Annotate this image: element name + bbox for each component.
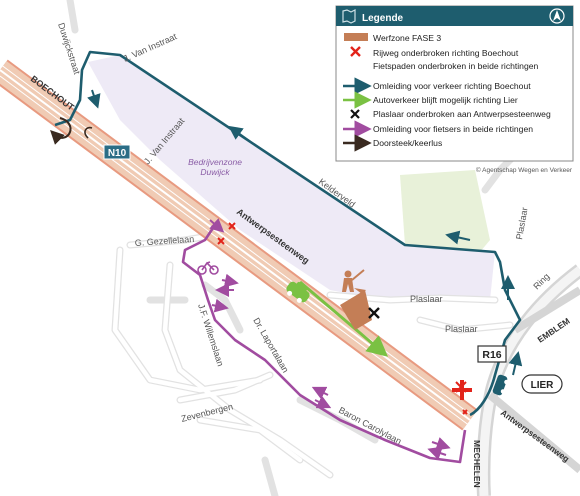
legend-item-5: Plaslaar onderbroken aan Antwerpsesteenw… [373, 109, 551, 119]
lier-sign: LIER [521, 374, 563, 394]
purple-arrow-4 [314, 395, 332, 409]
bicycle-icon [197, 261, 219, 275]
n10-shield: N10 [103, 144, 131, 160]
plaslaar-closed-icon [368, 307, 380, 319]
legend-item-2: Fietspaden onderbroken in beide richting… [373, 61, 539, 71]
label-mechelen: MECHELEN [472, 440, 482, 488]
park-area [400, 170, 490, 252]
road-works-icon [342, 269, 366, 294]
label-g-gezellelaan: G. Gezellelaan [134, 234, 194, 248]
label-lier: LIER [531, 380, 555, 391]
r16-shield: R16 [477, 345, 507, 363]
teal-arrow-2 [445, 230, 471, 245]
label-duwijck: Duwijck [200, 167, 230, 177]
label-n10: N10 [108, 148, 127, 159]
n10-road [0, 59, 478, 431]
local-streets-inner [112, 232, 513, 478]
turn-loop [50, 117, 72, 145]
purple-arrow-1 [221, 273, 239, 288]
purple-arrow-6 [431, 437, 451, 451]
credit: © Agentschap Wegen en Verkeer [476, 166, 573, 174]
big-red-cross [452, 380, 472, 400]
legend-item-6: Omleiding voor fietsers in beide richtin… [373, 124, 533, 134]
turn-loop-2 [84, 126, 93, 139]
map-icon [342, 9, 356, 24]
legend: Legende Werfzone FASE 3 Rijweg onderbrok… [335, 5, 574, 162]
bedrijvenzone-area [88, 55, 495, 300]
legend-item-1: Rijweg onderbroken richting Boechout [373, 48, 519, 58]
green-car-route [299, 280, 389, 357]
purple-arrow-5 [311, 386, 329, 400]
car-icon [286, 281, 310, 303]
purple-cyclist-route [181, 224, 467, 464]
label-bedrijvenzone: Bedrijvenzone [188, 157, 242, 167]
purple-arrow-3 [211, 298, 229, 313]
emblem-road [512, 286, 580, 334]
legend-title: Legende [362, 13, 404, 24]
label-plaslaar-2: Plaslaar [445, 324, 478, 334]
legend-symbol-red-x [350, 46, 361, 57]
purple-arrow-8 [209, 218, 225, 233]
legend-symbol-black-x [350, 109, 360, 119]
legend-item-4: Autoverkeer blijft mogelijk richting Lie… [373, 95, 518, 105]
legend-item-7: Doorsteek/keerlus [373, 138, 442, 148]
teal-arrow-1 [228, 125, 256, 146]
legend-symbol-work-zone [344, 33, 368, 41]
legend-item-3: Omleiding voor verkeer richting Boechout [373, 81, 531, 91]
label-plaslaar-1: Plaslaar [410, 294, 443, 304]
teal-detour-route [54, 50, 522, 417]
purple-arrow-7 [427, 446, 447, 460]
legend-item-0: Werfzone FASE 3 [373, 33, 441, 43]
north-arrow-icon [549, 8, 565, 24]
work-zone [340, 290, 372, 330]
label-r16: R16 [482, 349, 501, 361]
teal-arrow-5 [87, 89, 101, 109]
teal-arrow-4 [508, 351, 523, 376]
teal-car-icon [492, 374, 509, 396]
